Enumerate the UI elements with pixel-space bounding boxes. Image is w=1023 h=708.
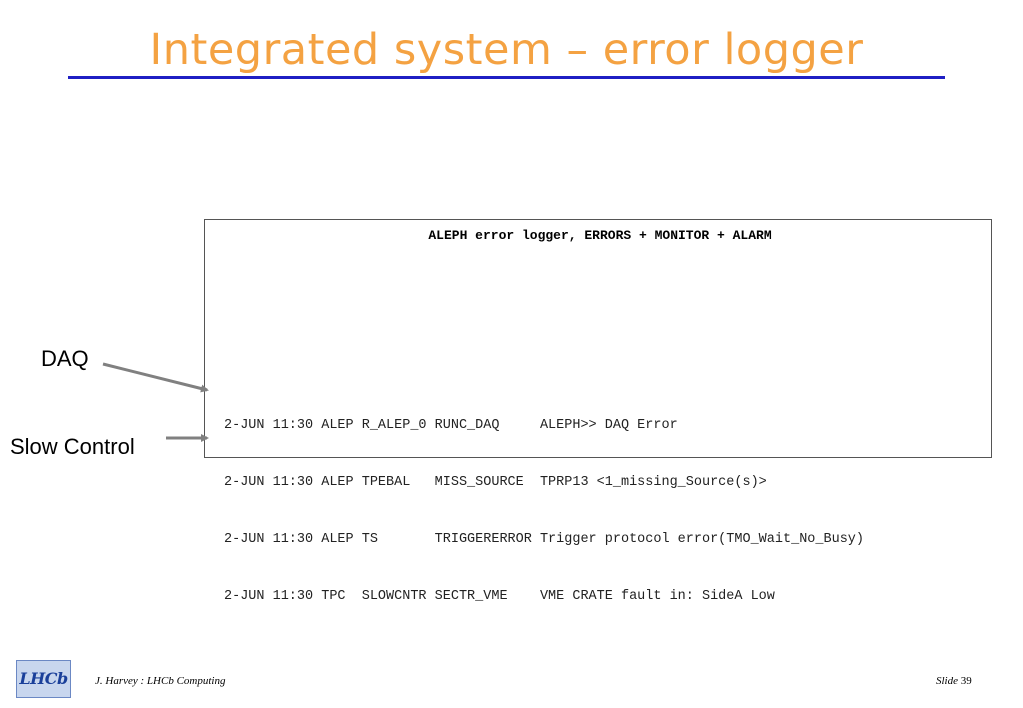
slide-title: Integrated system – error logger <box>149 25 864 75</box>
footer-slide-number: Slide 39 <box>936 675 972 687</box>
log-line-daq: 2-JUN 11:30 ALEP R_ALEP_0 RUNC_DAQ ALEPH… <box>224 418 678 433</box>
daq-label: DAQ <box>41 346 89 371</box>
slow-control-label: Slow Control <box>10 434 135 459</box>
lhcb-logo-icon: LHCb <box>16 660 71 698</box>
log-line-slow-control: 2-JUN 11:30 TPC SLOWCNTR SECTR_VME VME C… <box>224 589 775 604</box>
logger-lines: 2-JUN 11:30 ALEP R_ALEP_0 RUNC_DAQ ALEPH… <box>224 378 864 644</box>
log-line-tpebal: 2-JUN 11:30 ALEP TPEBAL MISS_SOURCE TPRP… <box>224 475 767 490</box>
error-logger-panel: ALEPH error logger, ERRORS + MONITOR + A… <box>204 219 992 604</box>
slide-word: Slide <box>936 675 958 687</box>
logger-heading: ALEPH error logger, ERRORS + MONITOR + A… <box>428 228 772 243</box>
daq-arrow <box>102 362 209 393</box>
footer-author: J. Harvey : LHCb Computing <box>95 675 226 687</box>
title-underline <box>68 76 945 79</box>
slide-number: 39 <box>960 675 972 687</box>
log-line-trigger: 2-JUN 11:30 ALEP TS TRIGGERERROR Trigger… <box>224 532 865 547</box>
